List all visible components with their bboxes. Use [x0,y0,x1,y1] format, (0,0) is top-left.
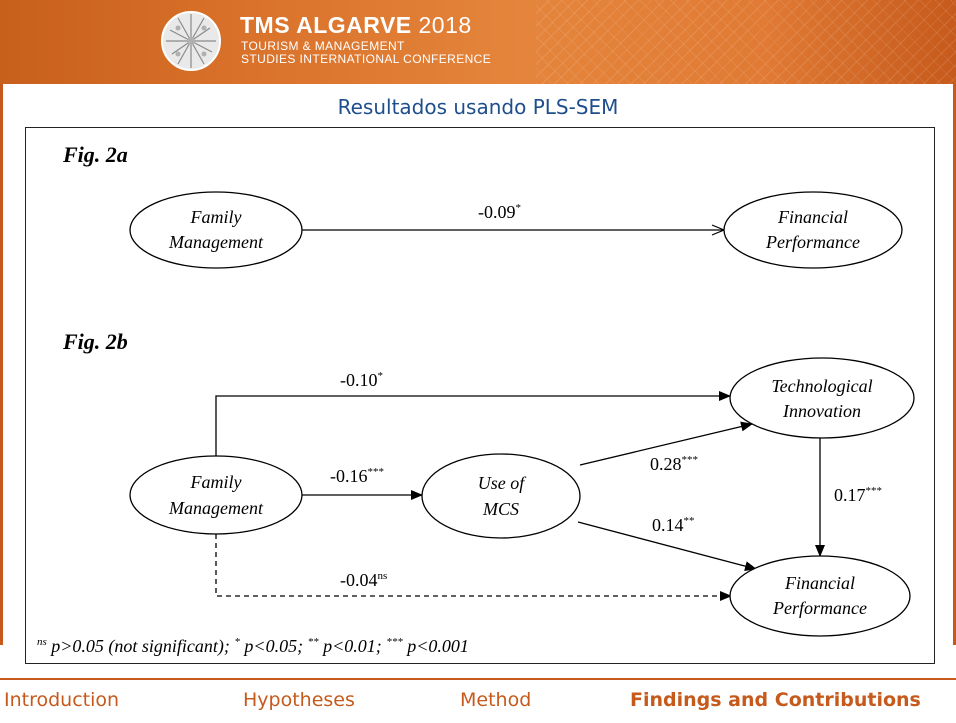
fig2b-fm-fp-label: -0.04ns [340,570,387,590]
fig2b-fm-mcs-sig: *** [368,466,385,478]
fig2a-path-sig: * [516,202,522,214]
fig2b-mcs-fp-label: 0.14** [652,515,695,535]
fig2b-node-financial-performance [729,555,911,637]
figure-frame [25,127,935,664]
fig2a-finance-line1: Financial [777,207,848,227]
fig2b-family-line2: Management [168,498,264,518]
fig2a-path-label: -0.09* [478,202,521,222]
conference-subtitle-line1: TOURISM & MANAGEMENT [241,39,405,53]
fig2b-family-line1: Family [190,472,242,492]
fig2b-fm-mcs-coef: -0.16 [330,466,368,486]
fig2b-fm-mcs-label: -0.16*** [330,466,384,486]
significance-legend: ns p>0.05 (not significant); * p<0.05; *… [37,636,469,657]
nav-item-hypotheses[interactable]: Hypotheses [243,689,355,711]
fig2b-fm-fp-coef: -0.04 [340,570,378,590]
fig2b-ti-fp-sig: *** [866,485,883,497]
fig2b-node-family-management [129,455,303,535]
fig2a-finance-line2: Performance [765,232,860,252]
conference-logo-icon [161,11,221,71]
left-border [0,84,3,645]
conference-subtitle-line2: STUDIES INTERNATIONAL CONFERENCE [241,52,492,66]
legend-ns-mark: ns [37,636,47,648]
fig2b-mcs-line2: MCS [482,499,519,519]
section-nav: Introduction Hypotheses Method Findings … [0,680,956,723]
fig2b-finance-line1: Financial [784,573,855,593]
fig2b-mcs-fp-coef: 0.14 [652,515,684,535]
fig2b-fm-ti-sig: * [378,370,384,382]
fig2b-mcs-line1: Use of [478,473,527,493]
fig2a-family-line2: Management [168,232,264,252]
conference-year: 2018 [418,12,472,38]
fig2b-label: Fig. 2b [62,329,128,354]
fig2b-path-fm-fp [215,534,732,601]
legend-star3-mark: *** [386,636,403,648]
fig2b-ti-fp-coef: 0.17 [834,485,866,505]
fig2b-innov-line2: Innovation [782,401,861,421]
fig2b-node-technological-innovation [729,357,915,439]
fig2b-fm-fp-sig: ns [378,570,388,582]
fig2a-node-family-management [129,191,303,269]
fig2b-mcs-ti-label: 0.28*** [650,454,698,474]
fig2b-ti-fp-label: 0.17*** [834,485,882,505]
legend-star3-text: p<0.001 [403,636,469,656]
right-border [953,84,956,645]
nav-item-method[interactable]: Method [460,689,532,711]
fig2b-mcs-fp-sig: ** [684,515,695,527]
conference-banner: TMS ALGARVE 2018 TOURISM & MANAGEMENT ST… [0,0,956,84]
fig2b-fm-ti-label: -0.10* [340,370,383,390]
fig2a-family-line1: Family [190,207,242,227]
slide-title: Resultados usando PLS-SEM [337,95,619,119]
legend-star2-mark: ** [308,636,320,648]
conference-title: TMS ALGARVE 2018 [240,12,472,39]
legend-star1-mark: * [234,636,240,648]
fig2b-finance-line2: Performance [772,598,867,618]
footer-divider [0,678,956,680]
fig2a-label: Fig. 2a [62,142,128,167]
nav-item-introduction[interactable]: Introduction [4,689,120,711]
fig2b-innov-line1: Technological [771,376,872,396]
conference-name: TMS ALGARVE [240,12,412,38]
fig2b-path-mcs-fp [577,521,757,572]
legend-star1-text: p<0.05; [240,636,308,656]
fig2a-node-financial-performance [723,191,903,269]
fig2b-mcs-ti-coef: 0.28 [650,454,682,474]
fig2b-fm-ti-coef: -0.10 [340,370,378,390]
legend-ns-text: p>0.05 (not significant); [47,636,235,657]
fig2b-path-mcs-ti [579,421,753,466]
nav-item-findings[interactable]: Findings and Contributions [630,689,921,711]
fig2b-node-use-of-mcs [421,453,581,539]
fig2b-path-fm-ti [215,391,731,470]
fig2a-path-coef: -0.09 [478,202,516,222]
legend-star2-text: p<0.01; [319,636,387,656]
banner-pattern [536,0,956,84]
fig2b-mcs-ti-sig: *** [682,454,699,466]
